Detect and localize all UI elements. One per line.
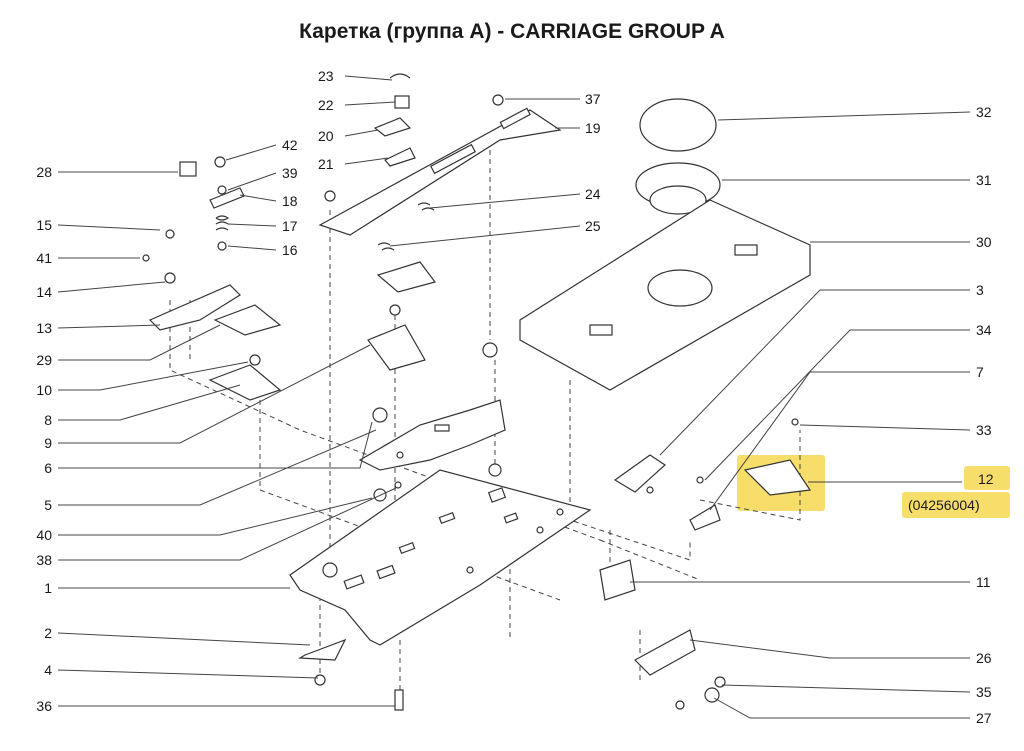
callout-6: 6 (44, 460, 52, 476)
callout-33: 33 (976, 422, 992, 438)
part-19-top-rail (318, 94, 562, 236)
callout-2: 2 (44, 625, 52, 641)
callout-31: 31 (976, 172, 992, 188)
part-6-slide-plate (358, 342, 506, 471)
callout-7: 7 (976, 364, 984, 380)
callout-9: 9 (44, 435, 52, 451)
callout-26: 26 (976, 650, 992, 666)
callout-24: 24 (585, 186, 601, 202)
page-title: Каретка (группа А) - CARRIAGE GROUP A (299, 20, 725, 43)
callout-18: 18 (282, 193, 298, 209)
callout-23: 23 (318, 68, 334, 84)
part-1-main-plate (289, 463, 592, 646)
leader-lines (57, 75, 971, 719)
callout-12: 12 (978, 471, 994, 487)
callout-1: 1 (44, 580, 52, 596)
callout-17: 17 (282, 218, 298, 234)
callout-20: 20 (318, 128, 334, 144)
callout-3: 3 (976, 282, 984, 298)
callout-35: 35 (976, 684, 992, 700)
center-cluster-parts (367, 73, 437, 371)
callout-30: 30 (976, 234, 992, 250)
callout-5: 5 (44, 497, 52, 513)
callout-29: 29 (36, 352, 52, 368)
callout-28: 28 (36, 164, 52, 180)
callout-19: 19 (585, 120, 601, 136)
callout-40: 40 (36, 527, 52, 543)
callout-14: 14 (36, 284, 52, 300)
callout-11: 11 (976, 574, 991, 590)
callout-15: 15 (36, 217, 52, 233)
label-12-highlight (964, 466, 1010, 490)
callout-32: 32 (976, 104, 992, 120)
callout-10: 10 (36, 382, 52, 398)
part-number-highlight (902, 492, 1010, 518)
callout-22: 22 (318, 97, 334, 113)
callout-21: 21 (318, 156, 334, 172)
callout-8: 8 (44, 412, 52, 428)
right-cluster-parts (519, 98, 812, 710)
callout-25: 25 (585, 218, 601, 234)
part-number-label: (04256004) (908, 497, 980, 513)
callout-13: 13 (36, 320, 52, 336)
callout-4: 4 (44, 662, 52, 678)
callout-41: 41 (36, 250, 52, 266)
left-cluster-parts (142, 156, 404, 711)
callout-36: 36 (36, 698, 52, 714)
callout-42: 42 (282, 137, 298, 153)
callout-39: 39 (282, 165, 298, 181)
callout-27: 27 (976, 710, 992, 726)
callout-37: 37 (585, 91, 601, 107)
callout-16: 16 (282, 242, 298, 258)
callout-34: 34 (976, 322, 992, 338)
callout-38: 38 (36, 552, 52, 568)
